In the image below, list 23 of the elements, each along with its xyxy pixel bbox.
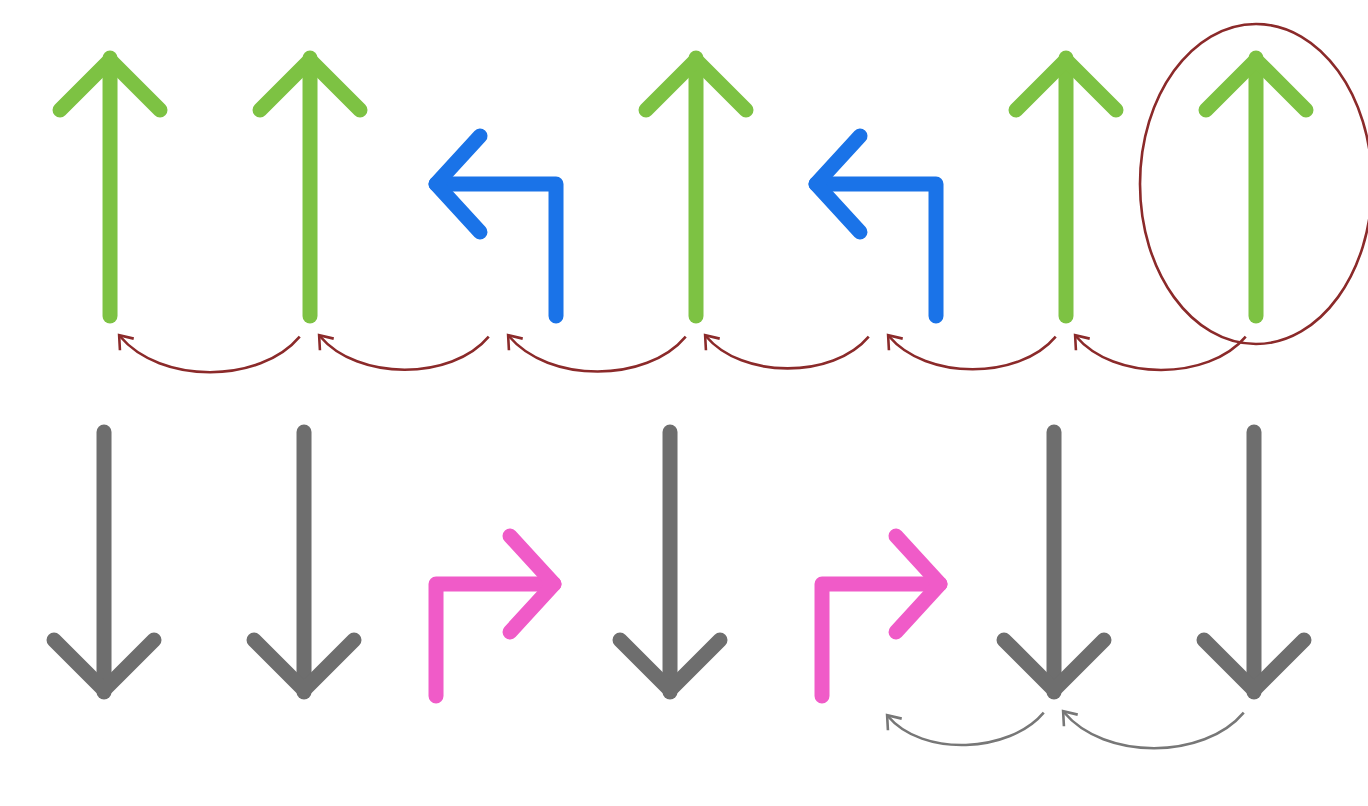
curved-arrow <box>117 333 301 374</box>
straight-ahead-symbol <box>52 50 168 324</box>
left-turn-symbol <box>808 128 944 324</box>
curved-arrow <box>885 711 1045 747</box>
curved-arrow <box>1073 333 1247 372</box>
straight-ahead-symbol <box>1198 50 1314 324</box>
downward-symbol <box>612 424 728 700</box>
curved-arrow <box>886 333 1057 371</box>
ellipse-highlight <box>1138 22 1368 346</box>
downward-symbol <box>246 424 362 700</box>
curved-arrow <box>506 333 687 373</box>
curved-arrow <box>703 333 870 370</box>
downward-symbol <box>46 424 162 700</box>
straight-ahead-symbol <box>638 50 754 324</box>
curved-arrow <box>1061 709 1245 750</box>
downward-symbol <box>1196 424 1312 700</box>
curved-arrow <box>317 333 490 371</box>
left-turn-symbol <box>428 128 564 324</box>
right-turn-symbol <box>428 528 562 704</box>
downward-symbol <box>996 424 1112 700</box>
straight-ahead-symbol <box>1008 50 1124 324</box>
right-turn-symbol <box>814 528 948 704</box>
straight-ahead-symbol <box>252 50 368 324</box>
